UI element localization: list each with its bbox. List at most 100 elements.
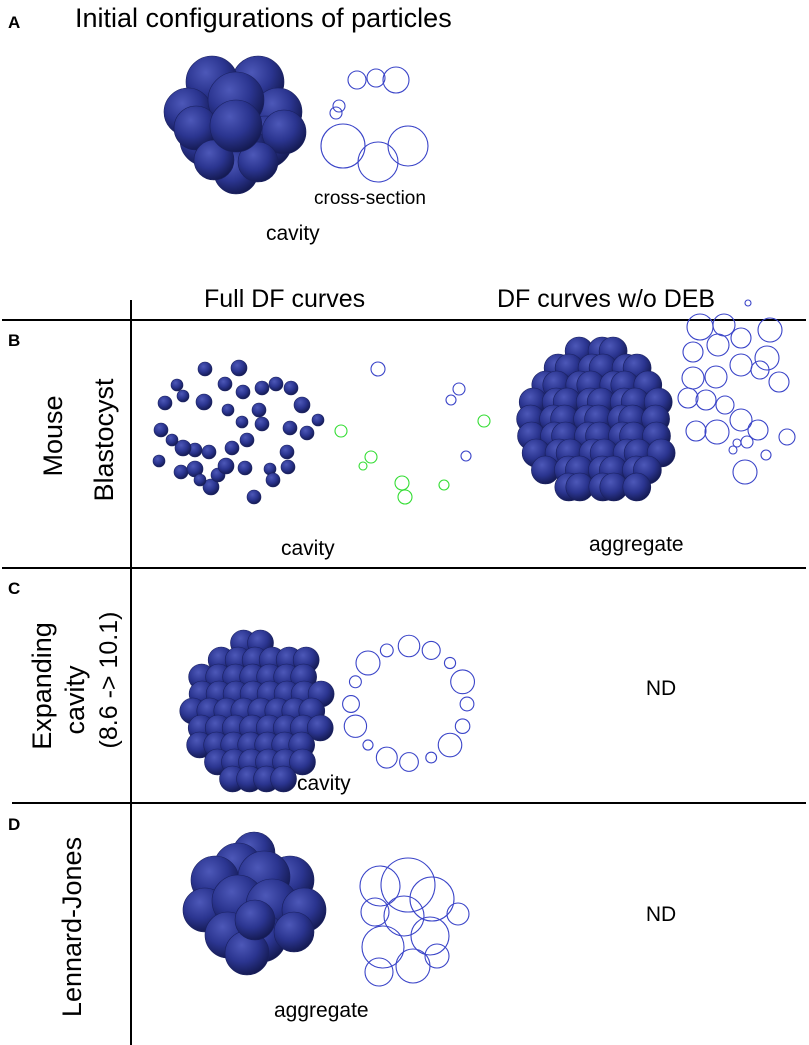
particle-outline xyxy=(380,857,436,913)
particle-outline xyxy=(370,361,386,377)
panel-a-cross-section xyxy=(320,66,429,183)
row-c-wodeb-caption: ND xyxy=(646,677,676,700)
row-b-wodeb-caption: aggregate xyxy=(589,533,684,556)
row-b-letter: B xyxy=(8,331,20,350)
row-d-wodeb-caption: ND xyxy=(646,903,676,926)
particle-sphere xyxy=(306,714,334,742)
particle-outline xyxy=(375,746,398,769)
particle-outline xyxy=(364,957,394,987)
particle-outline xyxy=(397,489,413,505)
particle-sphere xyxy=(237,141,279,183)
particle-outline xyxy=(379,643,394,658)
particle-sphere xyxy=(157,395,173,411)
particle-outline xyxy=(437,732,463,758)
particle-outline xyxy=(747,419,769,441)
particle-sphere xyxy=(268,376,284,392)
particle-outline xyxy=(382,66,410,94)
particle-sphere xyxy=(165,433,179,447)
particle-outline xyxy=(677,387,699,409)
particle-outline xyxy=(443,656,457,670)
particle-sphere xyxy=(239,432,255,448)
column-header-without-deb: DF curves w/o DEB xyxy=(497,285,715,313)
particle-outline xyxy=(399,752,419,772)
particle-outline xyxy=(361,925,405,969)
particle-sphere xyxy=(217,376,233,392)
row-b-wodeb-sphere-cluster xyxy=(516,336,676,502)
particle-outline xyxy=(750,360,770,380)
particle-sphere xyxy=(224,440,240,456)
particle-outline xyxy=(320,123,366,169)
particle-sphere xyxy=(234,899,276,941)
row-c-full-caption: cavity xyxy=(297,772,351,795)
particle-outline xyxy=(438,479,450,491)
particle-outline xyxy=(730,327,752,349)
particle-outline xyxy=(712,313,736,337)
column-header-full: Full DF curves xyxy=(204,285,365,313)
particle-outline xyxy=(729,353,753,377)
particle-outline xyxy=(360,897,390,927)
particle-outline xyxy=(768,371,790,393)
particle-outline xyxy=(682,341,704,363)
particle-outline xyxy=(477,414,491,428)
particle-outline xyxy=(410,916,450,956)
particle-sphere xyxy=(299,425,315,441)
particle-outline xyxy=(704,419,730,445)
particle-outline xyxy=(425,751,438,764)
particle-outline xyxy=(424,943,450,969)
particle-sphere xyxy=(193,473,207,487)
row-d-full-sphere-cluster xyxy=(182,831,327,976)
row-b-full-cross-section xyxy=(334,361,491,505)
particle-outline xyxy=(364,450,378,464)
particle-outline xyxy=(706,333,730,357)
particle-outline xyxy=(421,640,441,660)
particle-outline xyxy=(387,125,429,167)
particle-sphere xyxy=(293,396,311,414)
particle-outline xyxy=(383,895,425,937)
particle-outline xyxy=(358,461,368,471)
particle-outline xyxy=(347,70,367,90)
particle-sphere xyxy=(174,439,192,457)
particle-outline xyxy=(445,394,457,406)
table-grid xyxy=(2,300,806,1045)
particle-outline xyxy=(728,445,738,455)
particle-outline xyxy=(729,408,753,432)
particle-sphere xyxy=(237,460,253,476)
particle-sphere xyxy=(170,378,184,392)
particle-outline xyxy=(778,428,796,446)
particle-sphere xyxy=(270,765,297,793)
particle-outline xyxy=(695,389,717,411)
particle-outline xyxy=(732,438,742,448)
panel-a-result-caption: cavity xyxy=(266,222,320,245)
particle-sphere xyxy=(311,413,325,427)
particle-outline xyxy=(355,650,381,676)
particle-outline xyxy=(359,865,401,907)
particle-sphere xyxy=(254,416,270,432)
particle-outline xyxy=(760,449,772,461)
particle-sphere xyxy=(273,911,315,953)
particle-sphere xyxy=(195,393,213,411)
panel-a-letter: A xyxy=(8,13,20,32)
particle-outline xyxy=(348,675,362,689)
particle-outline xyxy=(704,365,728,389)
particle-sphere xyxy=(261,109,307,155)
row-c-label-line2: cavity xyxy=(60,665,90,735)
panel-a-title: Initial configurations of particles xyxy=(75,3,452,33)
row-b-wodeb-cross-section xyxy=(677,299,796,485)
particle-sphere xyxy=(254,380,270,396)
particle-outline xyxy=(362,739,374,751)
particle-sphere xyxy=(289,748,316,776)
particle-sphere xyxy=(209,99,263,153)
row-b-label-line1: Mouse xyxy=(38,395,68,476)
row-b-full-caption: cavity xyxy=(281,537,335,560)
particle-outline xyxy=(744,299,752,307)
particle-sphere xyxy=(279,444,295,460)
particle-outline xyxy=(334,424,348,438)
particle-outline xyxy=(452,382,466,396)
row-c-label-line1: Expanding xyxy=(27,622,57,750)
particle-sphere xyxy=(230,359,248,377)
particle-sphere xyxy=(153,422,169,438)
particle-sphere xyxy=(152,454,166,468)
particle-outline xyxy=(450,669,476,695)
row-c-letter: C xyxy=(8,579,20,598)
